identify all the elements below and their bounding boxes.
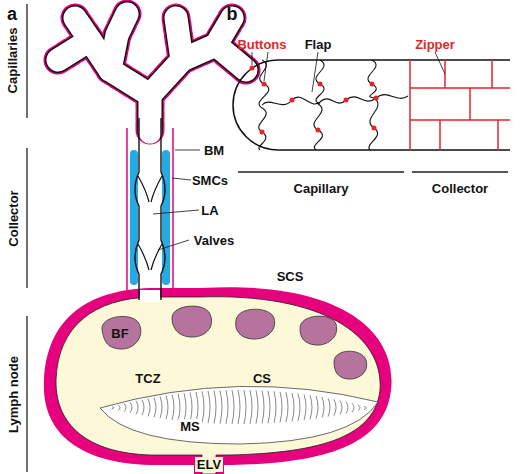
- part-label: Flap: [303, 37, 334, 52]
- part-label: Valves: [192, 233, 237, 248]
- section-label: Lymph node: [6, 354, 21, 435]
- capillary-tree: [58, 14, 246, 132]
- oak-leaf-cells: [259, 60, 408, 150]
- panel-b-brackets: [238, 171, 508, 172]
- collector-walls: [135, 118, 165, 300]
- part-label: TCZ: [133, 371, 162, 386]
- panel-b-leaders: [252, 52, 445, 92]
- b-follicles: [102, 306, 367, 379]
- section-label: Capillaries: [6, 25, 21, 95]
- part-label: BM: [202, 143, 226, 158]
- panel-letter: a: [5, 4, 19, 24]
- collector-mouth: [140, 290, 160, 302]
- section-label: Collector: [430, 181, 490, 196]
- collector-bm: [127, 128, 173, 290]
- section-label: Capillary: [292, 181, 351, 196]
- part-label: ELV: [195, 457, 223, 472]
- medullary-cords: [112, 390, 366, 424]
- button-junctions: [250, 66, 379, 135]
- part-label: MS: [178, 419, 202, 434]
- section-label: Collector: [6, 188, 21, 248]
- node-capsule: [44, 287, 392, 474]
- section-brackets: [26, 4, 27, 472]
- capillary-tube: [233, 60, 510, 150]
- part-label: Zipper: [413, 37, 457, 52]
- node-interior: [56, 297, 380, 474]
- part-label: LA: [199, 203, 220, 218]
- leader-lines: [153, 150, 200, 250]
- part-label: CS: [251, 371, 273, 386]
- panel-letter: b: [225, 4, 240, 24]
- part-label: SMCs: [190, 173, 230, 188]
- part-label: SCS: [275, 269, 306, 284]
- part-label: BF: [109, 326, 130, 341]
- zipper-junctions: [410, 60, 510, 150]
- part-label: Buttons: [235, 37, 288, 52]
- medulla: [100, 386, 378, 444]
- valve-leaflets: [138, 176, 162, 270]
